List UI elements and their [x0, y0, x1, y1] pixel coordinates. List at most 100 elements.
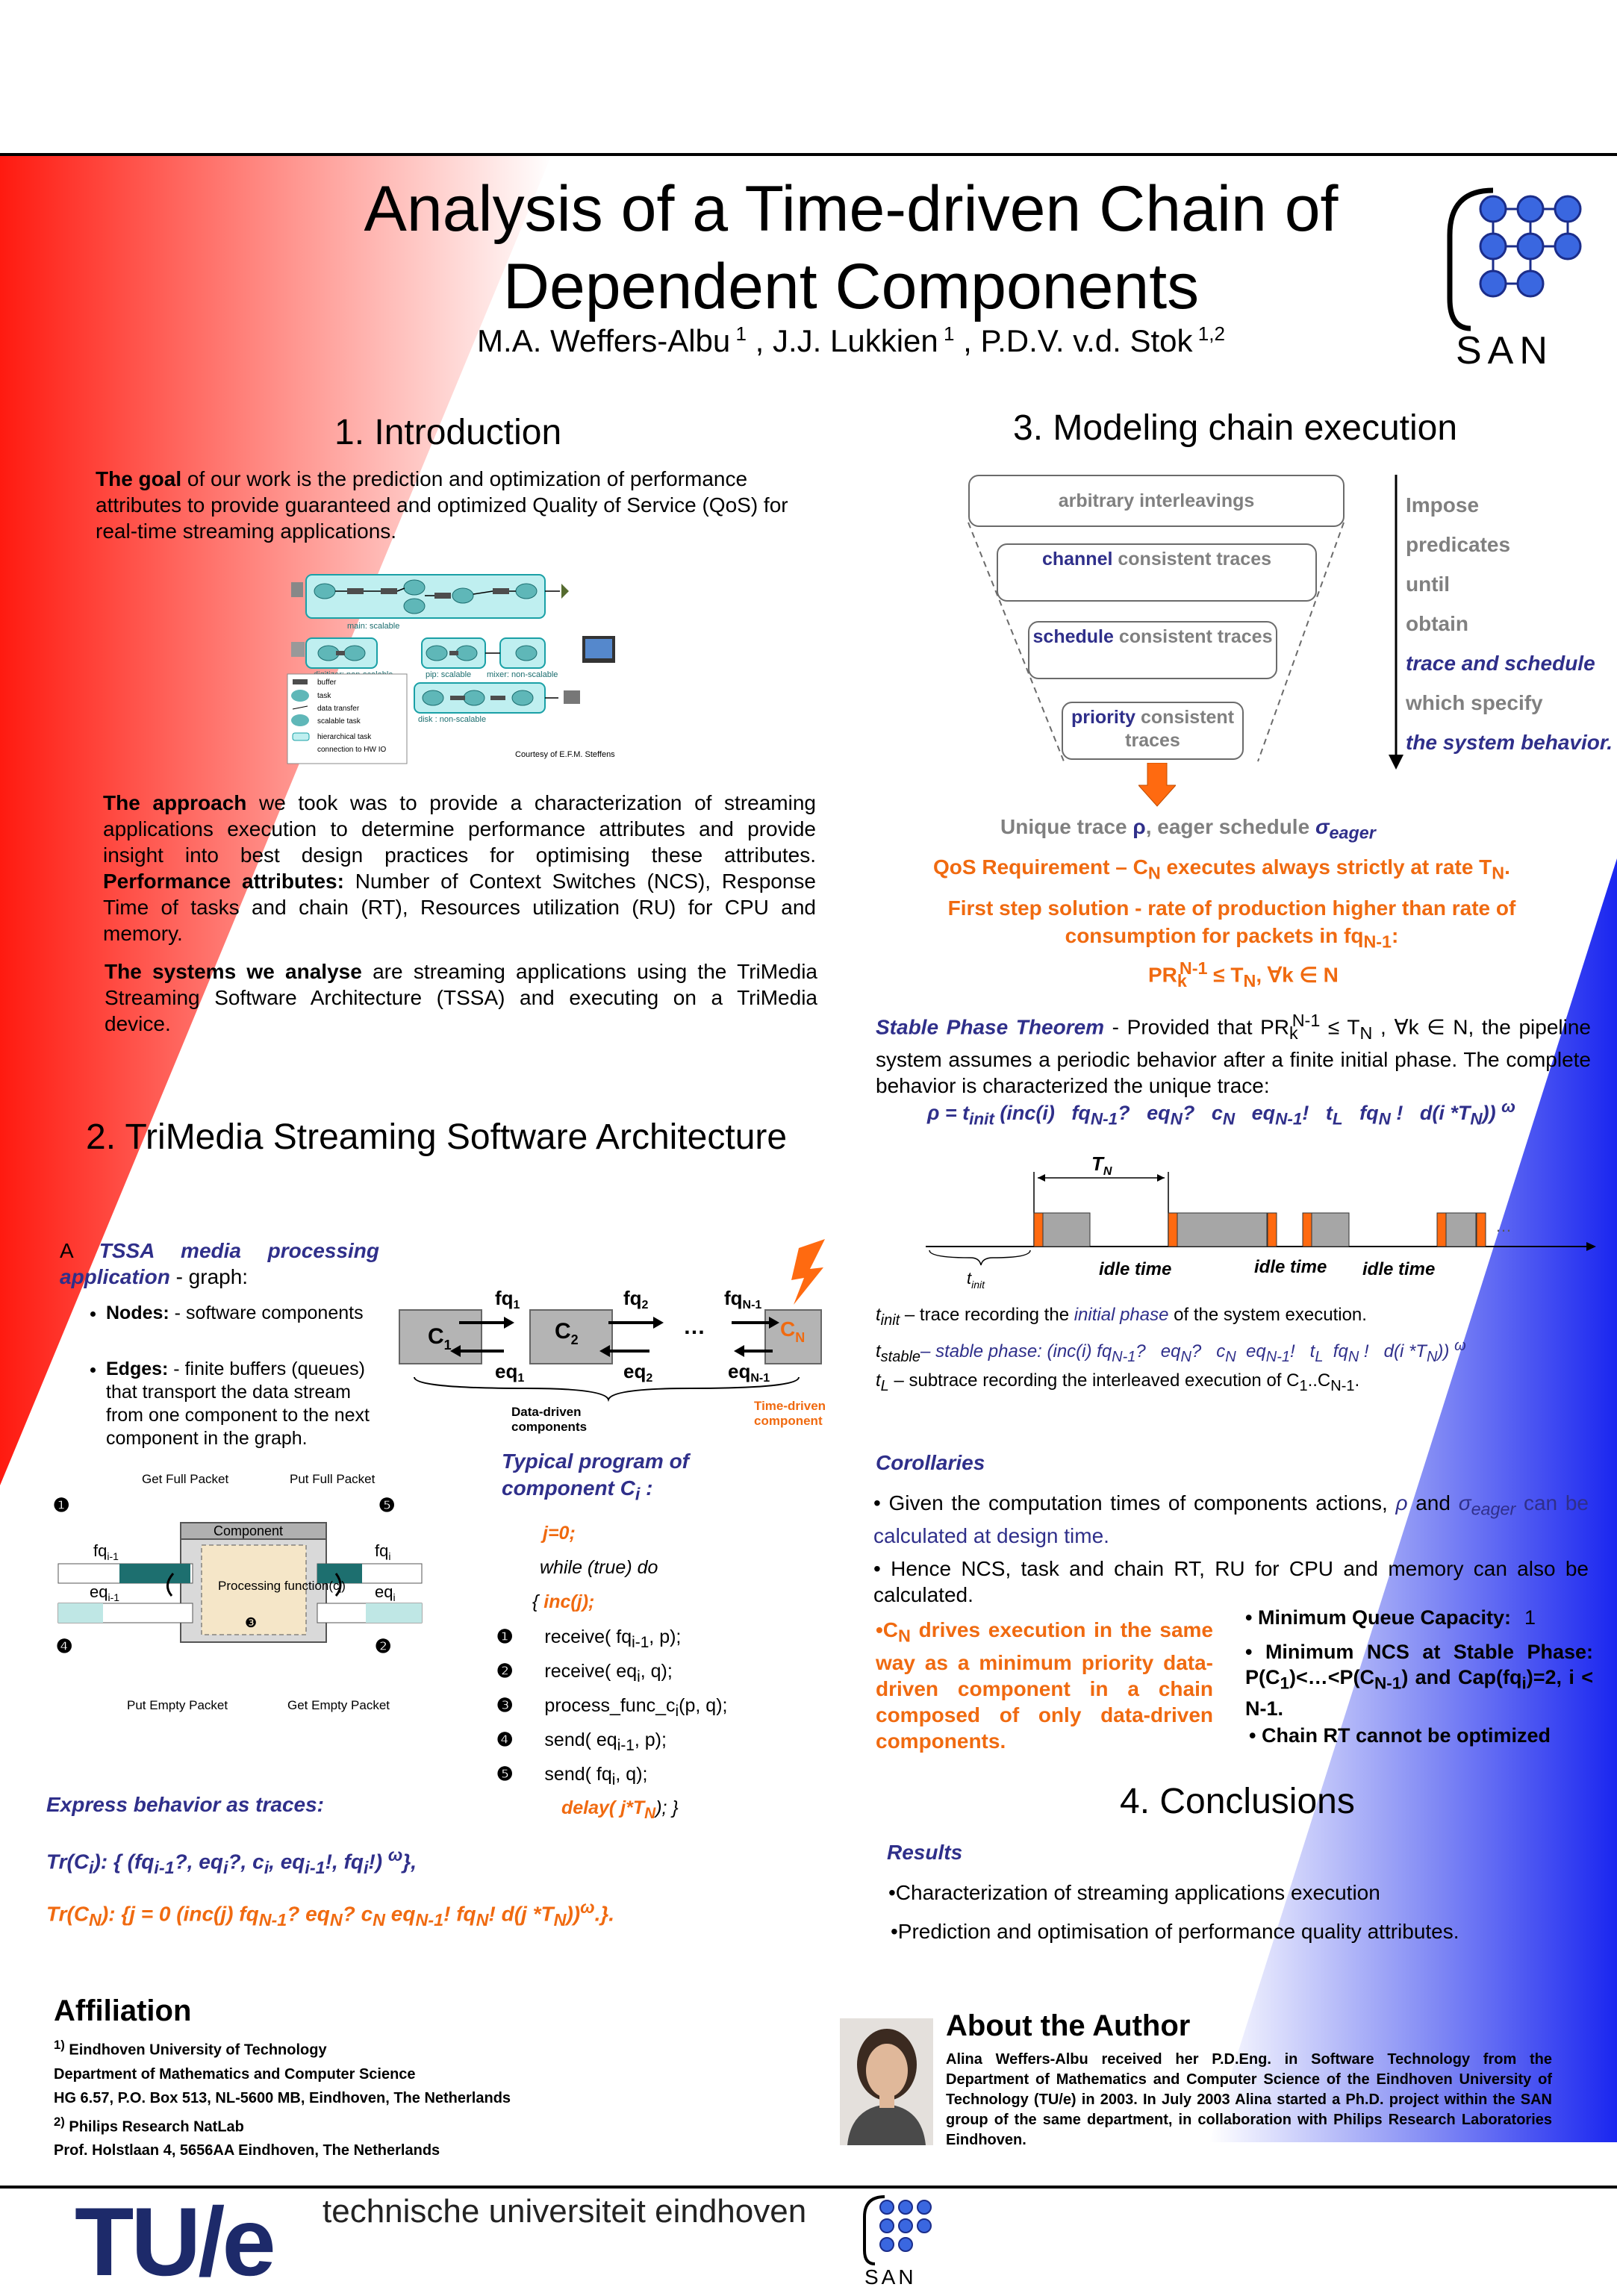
idle-1: idle time	[1099, 1259, 1171, 1279]
down-arrow-icon	[1389, 475, 1403, 770]
author-photo	[840, 2018, 933, 2145]
corollary-1: • Given the computation times of compone…	[873, 1491, 1589, 1547]
affiliation-heading: Affiliation	[54, 1994, 192, 2027]
get-empty-label: Get Empty Packet	[287, 1698, 390, 1712]
mark-4: ❹	[56, 1636, 72, 1657]
data-driven-label: Data-driven components	[511, 1405, 588, 1434]
fq2-label: fq2	[623, 1287, 649, 1311]
qos-requirement: QoS Requirement – CN executes always str…	[933, 855, 1510, 883]
schedule-box: schedule consistent traces	[1028, 621, 1277, 679]
main-label: main: scalable	[347, 622, 399, 631]
mark-5: ❺	[378, 1495, 395, 1516]
tssa-bullets: Nodes: - software components Edges: - fi…	[84, 1302, 382, 1467]
tn-label: TN	[1091, 1152, 1112, 1178]
nodes-bullet: Nodes: - software components	[106, 1302, 382, 1325]
legend-task: task	[317, 692, 331, 700]
trace-cn: Tr(CN): {j = 0 (inc(j) fqN-1? eqN? cN eq…	[46, 1897, 615, 1930]
channel-box: channel consistent traces	[997, 543, 1317, 602]
results-heading: Results	[887, 1841, 963, 1864]
chain-dots: …	[683, 1314, 705, 1339]
eq2-label: eq2	[623, 1360, 652, 1385]
impose-text: Impose predicates until obtain trace and…	[1406, 493, 1613, 754]
cn-drives: •CN drives execution in the same way as …	[876, 1618, 1213, 1753]
modeling-heading: 3. Modeling chain execution	[1013, 408, 1458, 448]
timeline-dots: …	[1495, 1217, 1512, 1235]
priority-box: priority consistent traces	[1062, 702, 1244, 760]
min-ncs: • Minimum NCS at Stable Phase: P(C1)<…<P…	[1245, 1641, 1593, 1721]
mark-1: ❶	[53, 1495, 69, 1516]
idle-3: idle time	[1362, 1259, 1435, 1279]
author-bio: Alina Weffers-Albu received her P.D.Eng.…	[946, 2051, 1552, 2148]
mark-2: ❷	[375, 1636, 391, 1657]
idle-2: idle time	[1254, 1257, 1327, 1277]
mark-3: ❸	[245, 1615, 257, 1630]
rho-formula: ρ = tinit (inc(i) fqN-1? eqN? cN eqN-1! …	[927, 1097, 1515, 1129]
tssa-graph-diagram: main: scalable digitizer: non-scalable p…	[287, 574, 615, 764]
footer-rule	[0, 2186, 1617, 2189]
timeline-chart: TN tinit idle time idle time idle time …	[926, 1152, 1596, 1291]
code-line-1: j=0;	[543, 1523, 576, 1544]
intro-approach: The approach we took was to provide a ch…	[103, 791, 816, 945]
stable-phase-theorem: Stable Phase Theorem - Provided that PRk…	[876, 1011, 1591, 1097]
corollaries-heading: Corollaries	[876, 1451, 985, 1474]
arbitrary-box: arbitrary interleavings	[968, 475, 1345, 527]
chain-diagram: C1 C2 … CN fq1 fq2 fqN-1 eq1 eq2 eqN-1 D…	[392, 1239, 840, 1441]
put-full-label: Put Full Packet	[290, 1472, 376, 1486]
get-full-label: Get Full Packet	[142, 1472, 229, 1486]
eq1-label: eq1	[495, 1360, 524, 1385]
pr-condition: PRkN-1 ≤ TN, ∀k ∈ N	[1148, 958, 1339, 991]
footer-san-grid-icon	[863, 2195, 932, 2265]
tssa-intro: A TSSA media processing application - gr…	[60, 1239, 379, 1288]
legend-hierarchical-task: hierarchical task	[317, 733, 372, 741]
c2-label: C2	[555, 1319, 579, 1347]
program-heading: Typical program of component Ci :	[502, 1450, 690, 1504]
chain-diagram-svg: C1 C2 … CN fq1 fq2 fqN-1 eq1 eq2 eqN-1	[399, 1239, 825, 1403]
disk-label: disk : non-scalable	[418, 715, 486, 724]
fq-right-label: fqi	[375, 1541, 390, 1562]
c1-label: C1	[428, 1324, 452, 1353]
code-line-9: delay( j*TN); }	[561, 1797, 679, 1822]
authors: M.A. Weffers-Albu 1 , J.J. Lukkien 1 , P…	[477, 322, 1225, 358]
processing-label: Processing function(ci)	[218, 1579, 346, 1595]
legend-buffer: buffer	[317, 678, 337, 687]
time-driven-label: Time-driven component	[754, 1399, 826, 1428]
express-traces: Express behavior as traces:	[46, 1793, 324, 1816]
put-empty-label: Put Empty Packet	[127, 1698, 228, 1712]
tue-name: technische universiteit eindhoven	[323, 2193, 807, 2230]
tssa-graph-figure: main: scalable digitizer: non-scalable p…	[276, 567, 620, 765]
header-rule	[0, 153, 1617, 156]
conclusion-1: •Characterization of streaming applicati…	[888, 1881, 1380, 1904]
funnel-lines	[968, 522, 1345, 762]
legend-connection: connection to HW IO	[317, 746, 386, 754]
portrait-icon	[847, 2029, 926, 2145]
tstable-desc: tstable– stable phase: (inc(i) fqN-1? eq…	[876, 1338, 1466, 1365]
tinit-desc: tinit – trace recording the initial phas…	[876, 1305, 1367, 1329]
component-label: Component	[214, 1523, 283, 1538]
lightning-icon	[791, 1239, 825, 1305]
poster-title: Analysis of a Time-driven Chain of Depen…	[364, 173, 1339, 322]
pip-label: pip: scalable	[426, 670, 471, 679]
code-line-2: while (true) do	[540, 1557, 658, 1578]
cn-label: CN	[780, 1317, 805, 1345]
intro-goal: The goal of our work is the prediction a…	[96, 467, 788, 543]
san-logo: SAN	[1441, 179, 1613, 373]
san-logo-text: SAN	[1456, 329, 1554, 372]
figure-courtesy: Courtesy of E.F.M. Steffens	[515, 750, 615, 759]
code-line-3: { inc(j);	[532, 1591, 595, 1612]
footer-san-text: SAN	[864, 2265, 917, 2289]
san-grid-icon	[1447, 187, 1582, 331]
tue-logo: TU/e	[75, 2191, 299, 2293]
mixer-label: mixer: non-scalable	[487, 670, 558, 679]
eq-left-label: eqi-1	[90, 1582, 119, 1603]
fq1-label: fq1	[495, 1287, 520, 1311]
component-figure: Get Full Packet Put Full Packet Put Empt…	[52, 1470, 426, 1724]
edges-bullet: Edges: - finite buffers (queues) that tr…	[106, 1358, 382, 1450]
eqn-label: eqN-1	[728, 1360, 770, 1385]
trace-ci: Tr(Ci): { (fqi-1?, eqi?, ci, eqi-1!, fqi…	[46, 1845, 417, 1877]
